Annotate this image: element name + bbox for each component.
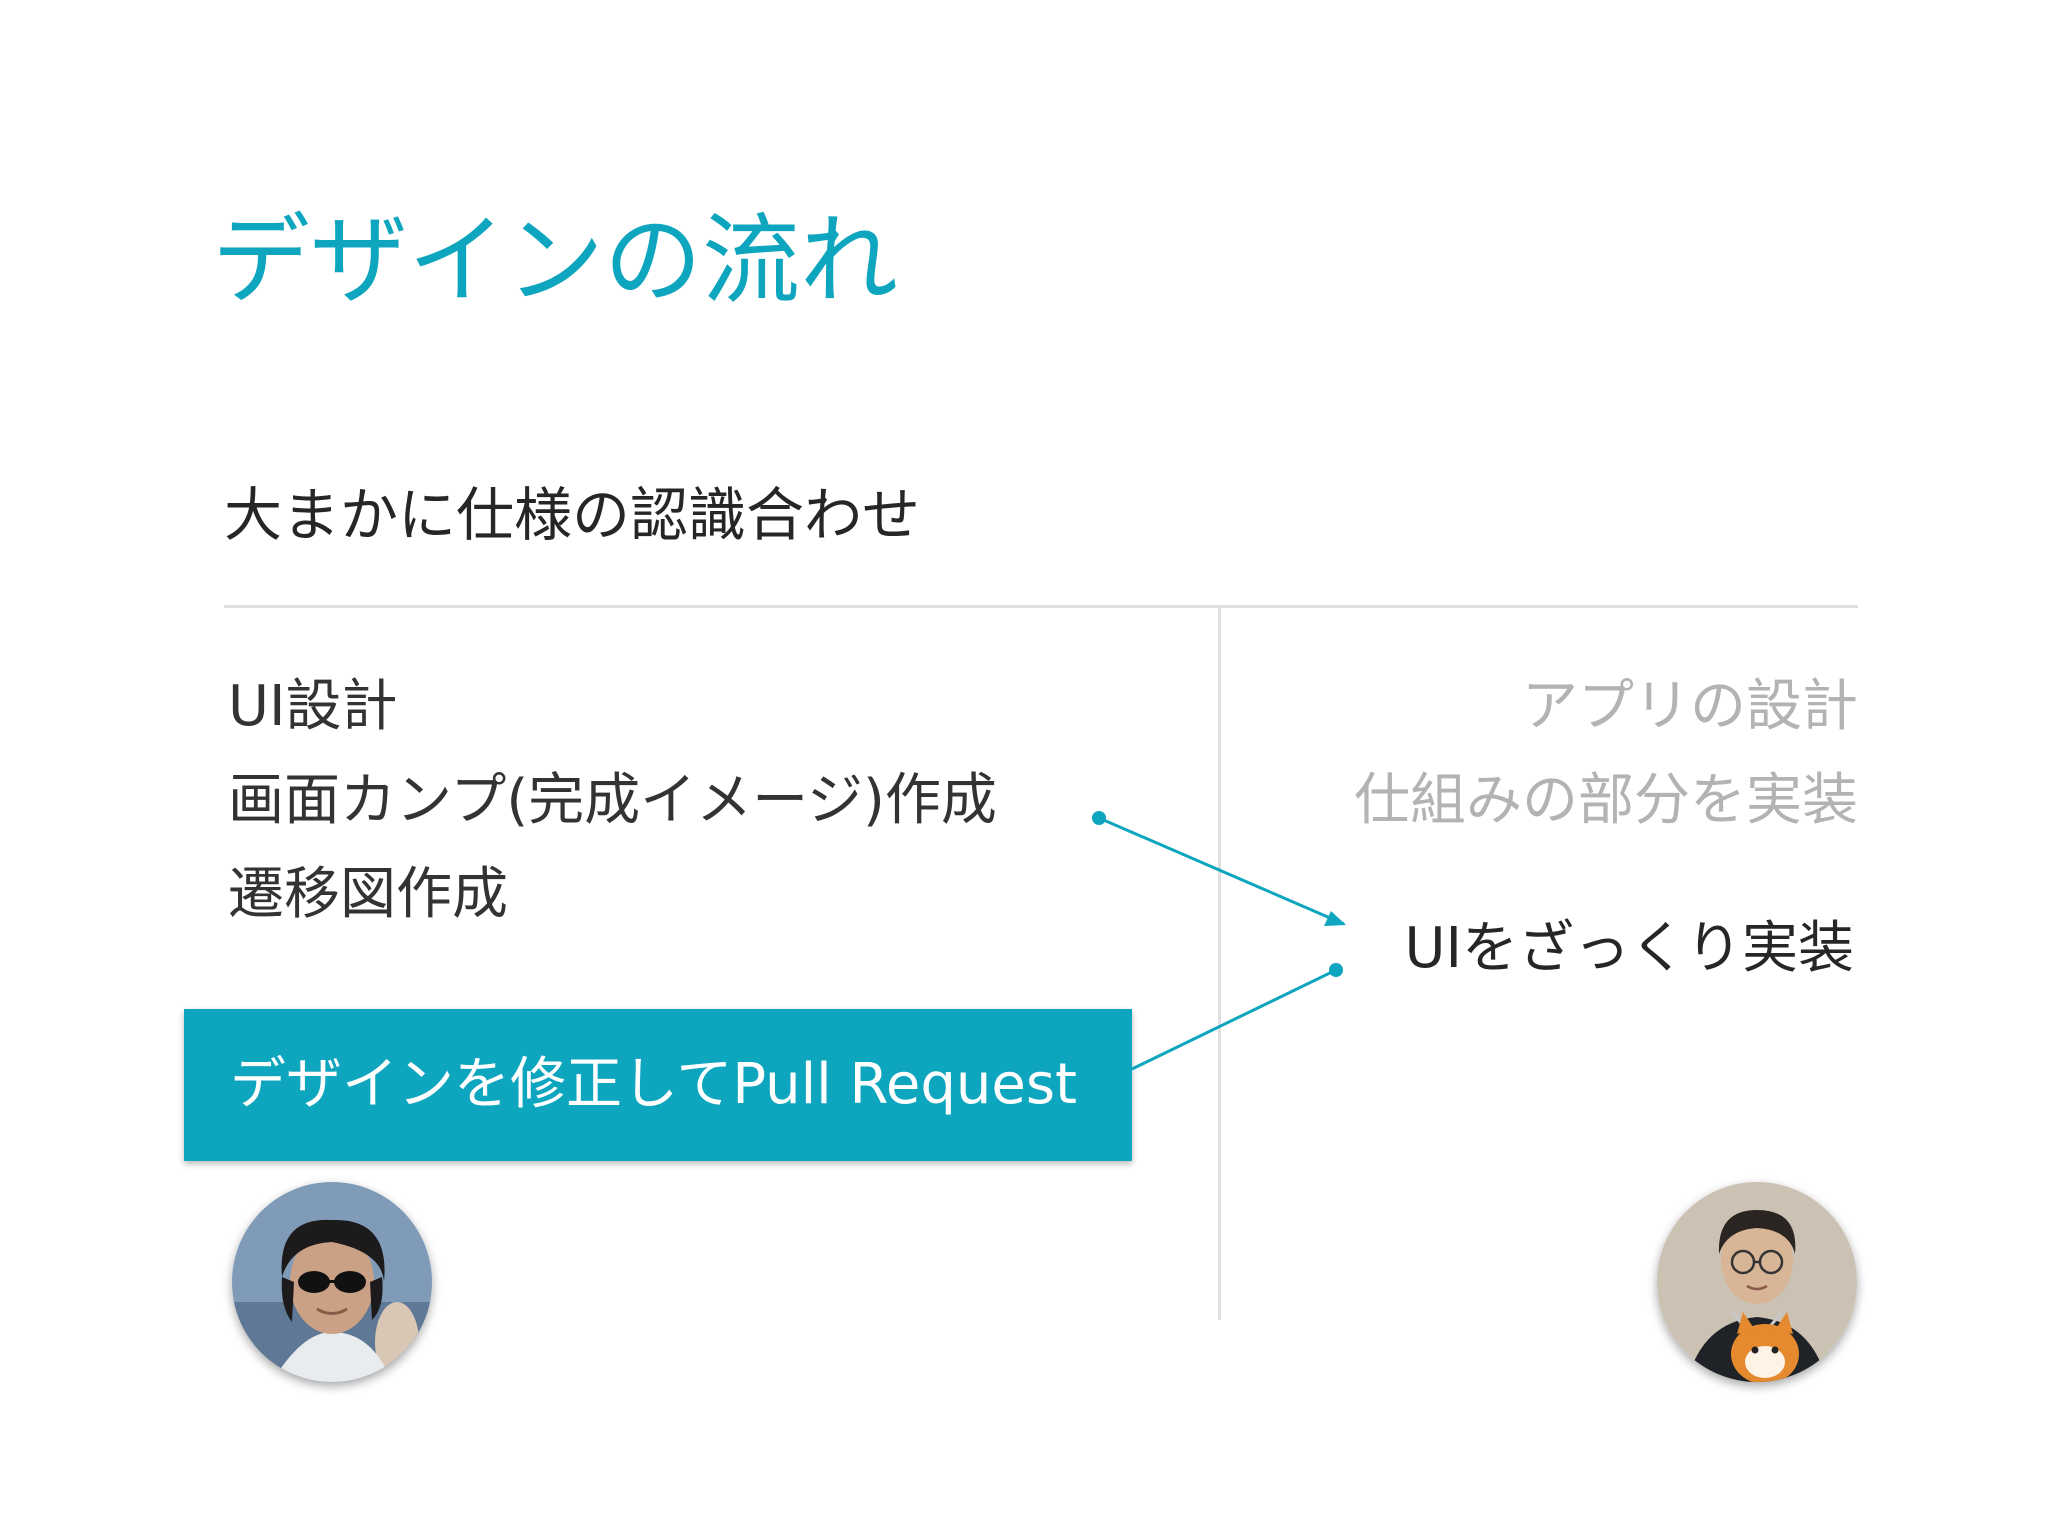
designer-avatar bbox=[232, 1182, 432, 1382]
designer-task-transition-diagram: 遷移図作成 bbox=[228, 862, 508, 927]
designer-task-ui-design: UI設計 bbox=[228, 674, 398, 739]
engineer-task-mechanism: 仕組みの部分を実装 bbox=[1354, 768, 1858, 833]
designer-task-list: UI設計 画面カンプ(完成イメージ)作成 遷移図作成 bbox=[228, 660, 997, 942]
slide-subtitle: 大まかに仕様の認識合わせ bbox=[224, 481, 921, 549]
pull-request-highlight-box: デザインを修正してPull Request bbox=[184, 1009, 1132, 1161]
slide-title: デザインの流れ bbox=[212, 204, 899, 318]
engineer-task-list: アプリの設計 仕組みの部分を実装 bbox=[1354, 660, 1858, 848]
connector-pull-request-to-ui bbox=[1131, 963, 1343, 1071]
vertical-divider bbox=[1218, 608, 1221, 1320]
engineer-task-app-design: アプリの設計 bbox=[1522, 674, 1858, 739]
designer-portrait-icon bbox=[232, 1182, 432, 1382]
engineer-portrait-icon bbox=[1657, 1182, 1857, 1382]
engineer-avatar bbox=[1657, 1182, 1857, 1382]
designer-task-mockup: 画面カンプ(完成イメージ)作成 bbox=[228, 768, 997, 833]
horizontal-divider bbox=[224, 605, 1858, 608]
pull-request-label: デザインを修正してPull Request bbox=[230, 1052, 1077, 1117]
engineer-task-ui-implementation: UIをざっくり実装 bbox=[1404, 916, 1854, 981]
